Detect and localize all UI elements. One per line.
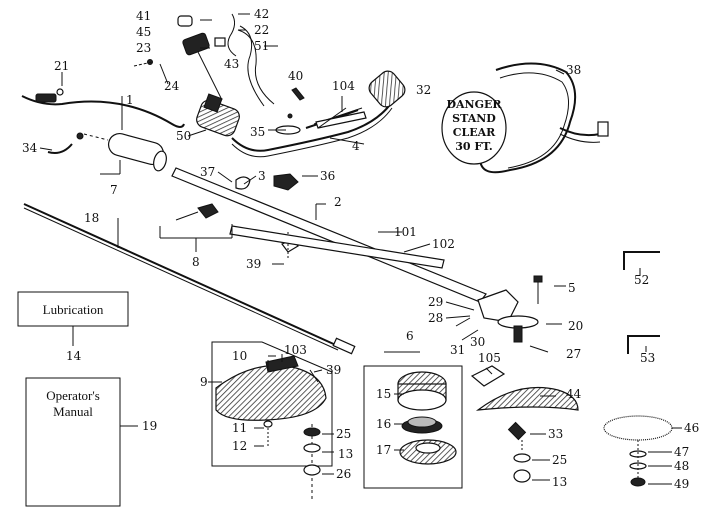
callout-25a: 25 — [336, 427, 351, 441]
drive-shaft-tube — [171, 167, 487, 303]
callout-52: 52 — [634, 273, 649, 287]
harness-strap: DANGER STAND CLEAR 30 FT. — [441, 62, 609, 174]
callout-45: 45 — [136, 25, 151, 39]
callout-36: 36 — [320, 169, 335, 183]
callout-1: 1 — [126, 93, 134, 107]
callout-48: 48 — [674, 459, 689, 473]
handle-bar — [196, 70, 406, 158]
callout-102: 102 — [432, 237, 455, 251]
callout-9: 9 — [200, 375, 208, 389]
throttle-assembly — [133, 13, 275, 107]
leader-lines — [39, 13, 682, 485]
flex-shaft — [23, 203, 356, 355]
callout-30: 30 — [470, 335, 485, 349]
callout-18: 18 — [84, 211, 99, 225]
callout-8: 8 — [192, 255, 200, 269]
hex-wrenches — [623, 251, 660, 354]
guard-shield-group — [211, 341, 333, 467]
callout-32: 32 — [416, 83, 431, 97]
callout-27: 27 — [566, 347, 581, 361]
manual-label-line1: Operator's — [46, 388, 100, 403]
callout-40: 40 — [288, 69, 303, 83]
part-40 — [291, 87, 305, 101]
decal-line-1: DANGER — [446, 98, 502, 111]
callout-13a: 13 — [338, 447, 353, 461]
callout-31: 31 — [450, 343, 465, 357]
callout-15: 15 — [376, 387, 391, 401]
callout-37: 37 — [200, 165, 215, 179]
callout-17: 17 — [376, 443, 391, 457]
callout-101: 101 — [394, 225, 417, 239]
callout-25b: 25 — [552, 453, 567, 467]
part-104 — [315, 111, 367, 129]
callout-24: 24 — [164, 79, 180, 93]
callout-53: 53 — [640, 351, 655, 365]
callout-16: 16 — [376, 417, 391, 431]
callout-39a: 39 — [246, 257, 261, 271]
lubrication-box: Lubrication — [17, 291, 129, 346]
wire-harness — [21, 88, 185, 128]
callout-13b: 13 — [552, 475, 567, 489]
callout-11: 11 — [232, 421, 247, 435]
lubrication-label: Lubrication — [43, 302, 104, 317]
callout-4: 4 — [352, 139, 360, 153]
decal-line-4: 30 FT. — [455, 140, 493, 153]
callout-21: 21 — [54, 59, 69, 73]
manual-box: Operator's Manual — [25, 377, 138, 507]
callout-49: 49 — [674, 477, 689, 491]
foam-grip — [47, 132, 167, 172]
callout-14: 14 — [66, 349, 82, 363]
blade-guard — [470, 365, 579, 483]
callout-12: 12 — [232, 439, 247, 453]
spindle-washers — [303, 424, 321, 502]
callout-19: 19 — [142, 419, 157, 433]
callout-50: 50 — [176, 129, 191, 143]
callout-103: 103 — [284, 343, 307, 357]
saw-blade — [603, 415, 673, 487]
decal-strip — [229, 225, 445, 269]
callout-5: 5 — [568, 281, 576, 295]
callout-104: 104 — [332, 79, 355, 93]
callout-105: 105 — [478, 351, 501, 365]
callout-41: 41 — [136, 9, 151, 23]
callout-29: 29 — [428, 295, 443, 309]
callout-51: 51 — [254, 39, 269, 53]
callout-34: 34 — [22, 141, 38, 155]
callout-33: 33 — [548, 427, 563, 441]
callout-10: 10 — [232, 349, 247, 363]
callout-35: 35 — [250, 125, 265, 139]
callout-23: 23 — [136, 41, 151, 55]
callout-22: 22 — [254, 23, 269, 37]
callout-28: 28 — [428, 311, 443, 325]
callout-42: 42 — [254, 7, 269, 21]
manual-label-line2: Manual — [53, 404, 93, 419]
callout-2: 2 — [334, 195, 342, 209]
callout-6: 6 — [406, 329, 414, 343]
callout-20: 20 — [568, 319, 583, 333]
callout-7: 7 — [110, 183, 118, 197]
callout-39b: 39 — [326, 363, 341, 377]
callout-46: 46 — [684, 421, 699, 435]
callout-26: 26 — [336, 467, 351, 481]
callout-43: 43 — [224, 57, 239, 71]
gear-head — [455, 275, 543, 343]
callout-44: 44 — [566, 387, 582, 401]
decal-line-2: STAND — [452, 112, 496, 125]
decal-line-3: CLEAR — [453, 126, 496, 139]
callout-3: 3 — [258, 169, 266, 183]
callout-labels: 1 2 3 4 5 6 7 8 9 10 11 12 13 13 14 15 1… — [22, 7, 699, 491]
callout-38: 38 — [566, 63, 581, 77]
clamp-assembly — [175, 203, 219, 221]
callout-47: 47 — [674, 445, 689, 459]
trimmer-head-group — [363, 351, 463, 489]
